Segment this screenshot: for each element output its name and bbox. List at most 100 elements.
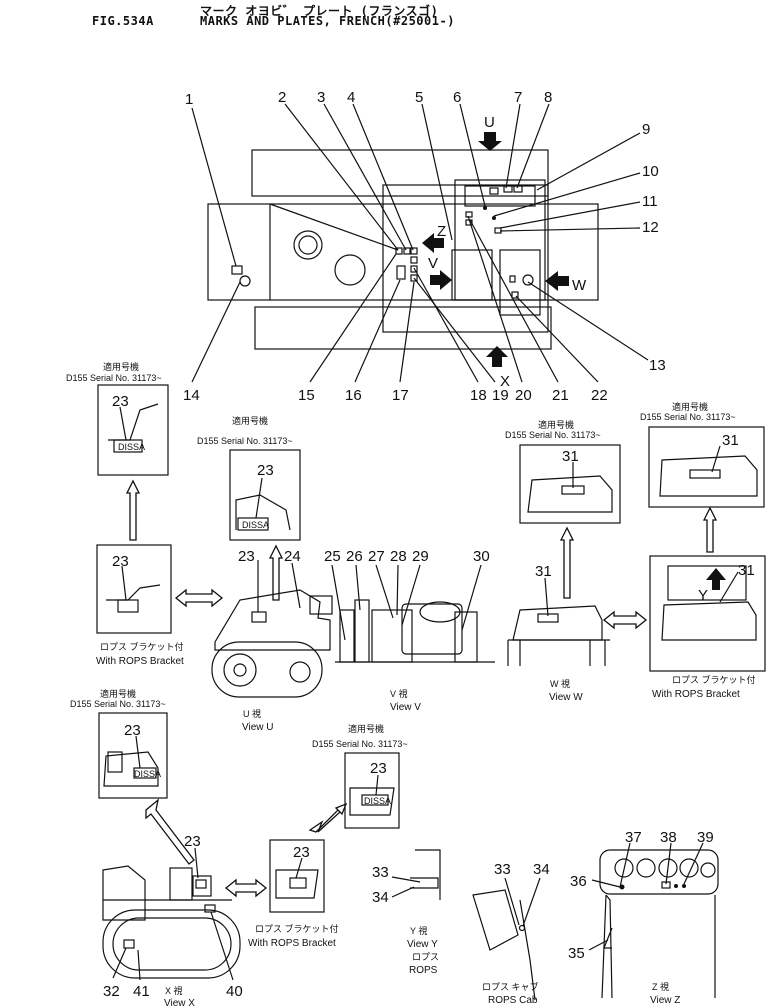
callout-10: 10 [642,163,659,180]
view-letter-u: U [484,114,495,131]
figure-number: FIG.534A [92,14,154,28]
callout-23: 23 [124,722,141,739]
rops-bracket-en: With ROPS Bracket [96,656,184,667]
view-u-arrow [478,132,502,151]
rops-cab-jp: ロプス キャブ [482,981,539,992]
view-letter-w: W [572,277,587,294]
japanese-title: マーク オヨビ゛ プレート (フランスゴ) [200,4,439,18]
serial-label: D155 Serial No. 31173~ [312,739,408,749]
view-u-jp: U 視 [243,708,261,719]
view-v: 25 26 27 28 29 30 V 視 View V [324,548,495,713]
serial-label: D155 Serial No. 31173~ [640,412,736,422]
applicable-label: 適用号機 [103,361,139,372]
rops-bracket-jp: ロプス ブラケット付 [255,923,339,934]
callout-39: 39 [697,829,714,846]
view-letter-z: Z [437,223,446,240]
callout-38: 38 [660,829,677,846]
callout-33: 33 [494,861,511,878]
callout-2: 2 [278,89,286,106]
callout-12: 12 [642,219,659,236]
callout-28: 28 [390,548,407,565]
hatched-arrow-diagonal-mid [308,802,348,833]
rops-bracket-mid: 23 ロプス ブラケット付 With ROPS Bracket [248,839,339,949]
callout-23: 23 [112,553,129,570]
rops-bracket-left: 23 ロプス ブラケット付 With ROPS Bracket [96,544,184,667]
callout-31: 31 [535,563,552,580]
view-v-arrow [430,270,452,290]
top-plan-view: 1 2 3 4 5 6 7 8 9 10 11 12 13 14 15 16 1… [183,89,666,404]
view-y-rops-jp: ロプス [412,952,439,962]
callout-29: 29 [412,548,429,565]
callout-19: 19 [492,387,509,404]
callout-31: 31 [738,562,755,579]
callout-20: 20 [515,387,532,404]
callout-5: 5 [415,89,423,106]
hatched-arrow-left-right-w [602,610,648,630]
hatched-arrow-left-right [174,588,224,608]
view-v-jp: V 視 [390,688,408,699]
view-x: 23 32 41 40 X 視 View X [102,833,243,1008]
hatched-arrow-up [125,479,141,541]
view-y-en: View Y [407,939,438,950]
callout-40: 40 [226,983,243,1000]
callout-18: 18 [470,387,487,404]
rops-bracket-en: With ROPS Bracket [248,938,336,949]
rops-bracket-jp: ロプス ブラケット付 [100,641,184,652]
callout-23: 23 [293,844,310,861]
machine-body [207,203,599,301]
callout-26: 26 [346,548,363,565]
view-z: 37 38 39 36 35 Z 視 View Z [568,829,719,1006]
callout-11: 11 [642,193,658,210]
callout-33: 33 [372,864,389,881]
applicable-label: 適用号機 [348,723,384,734]
rops-bracket-jp: ロプス ブラケット付 [672,674,756,685]
view-y-rops-en: ROPS [409,965,438,976]
serial-detail-mid: 適用号機 D155 Serial No. 31173~ DISSA 23 [312,723,408,829]
view-u-en: View U [242,722,274,733]
view-y: 33 34 Y 視 View Y ロプス ROPS [372,849,441,976]
callout-23: 23 [112,393,129,410]
callout-25: 25 [324,548,341,565]
callout-27: 27 [368,548,385,565]
serial-detail-u: 適用号機 D155 Serial No. 31173~ DISSA 23 [197,415,301,541]
callout-16: 16 [345,387,362,404]
callout-7: 7 [514,89,522,106]
callout-9: 9 [642,121,650,138]
hatched-arrow-up-u [268,544,284,601]
callout-14: 14 [183,387,200,404]
view-x-jp: X 視 [165,985,183,996]
left-track [254,306,552,350]
callout-22: 22 [591,387,608,404]
callout-32: 32 [103,983,120,1000]
serial-label: D155 Serial No. 31173~ [70,699,166,709]
callout-34: 34 [533,861,550,878]
callout-30: 30 [473,548,490,565]
decal-text: DISSA [242,520,269,530]
callout-6: 6 [453,89,461,106]
view-z-jp: Z 視 [652,981,669,992]
fuel-cap [293,230,323,260]
callout-31: 31 [722,432,739,449]
hatched-arrow-up-w [559,526,575,599]
callout-41: 41 [133,983,150,1000]
right-track [251,149,549,197]
rops-cab-view: 33 34 ロプス キャブ ROPS Cab [472,861,550,1006]
callout-31: 31 [562,448,579,465]
view-v-en: View V [390,702,421,713]
cab-outline [382,184,549,333]
callout-23: 23 [238,548,255,565]
view-y-arrow [706,568,726,590]
view-x-arrow [486,346,508,367]
filler-cap [334,254,366,286]
serial-label: D155 Serial No. 31173~ [505,430,601,440]
view-w-en: View W [549,692,583,703]
callout-23: 23 [184,833,201,850]
serial-label: D155 Serial No. 31173~ [197,436,293,446]
view-u: 23 24 U 視 View U [211,548,333,733]
view-x-en: View X [164,998,195,1008]
callout-4: 4 [347,89,355,106]
applicable-label: 適用号機 [538,419,574,430]
view-z-arrow [422,233,444,253]
rops-bracket-right: 31 Y ロプス ブラケット付 With ROPS Bracket [649,555,766,700]
